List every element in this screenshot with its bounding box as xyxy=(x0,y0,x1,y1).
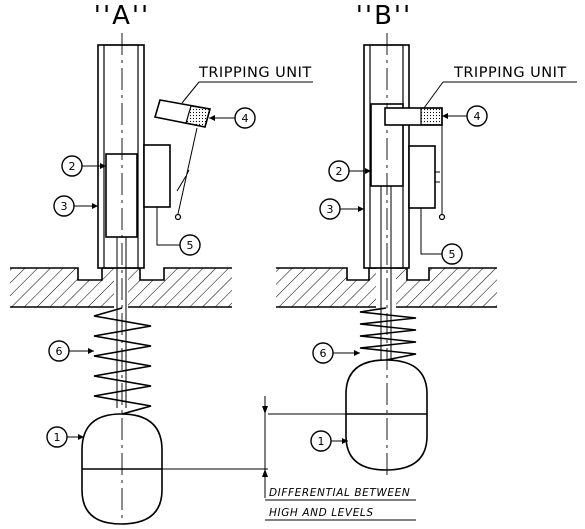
callout-b-1: 1 xyxy=(310,430,348,452)
tripping-unit-label-a: TRIPPING UNIT xyxy=(181,65,313,104)
svg-text:6: 6 xyxy=(56,345,63,358)
view-b: ''B'' xyxy=(268,1,497,478)
switch-block-b xyxy=(408,145,436,209)
callout-b-6: 6 xyxy=(312,342,360,364)
callout-a-4: 4 xyxy=(209,107,256,129)
magnet-a xyxy=(105,153,138,238)
callout-a-6: 6 xyxy=(48,340,94,362)
svg-text:2: 2 xyxy=(336,165,343,178)
callout-b-2: 2 xyxy=(328,160,371,182)
note-line-1: DIFFERENTIAL BETWEEN xyxy=(269,487,410,499)
svg-text:6: 6 xyxy=(320,347,327,360)
tripping-unit-a xyxy=(153,99,212,221)
float-b xyxy=(345,359,428,471)
spring-a xyxy=(93,307,152,415)
svg-text:1: 1 xyxy=(54,431,61,444)
switch-block-a xyxy=(143,144,171,208)
svg-text:5: 5 xyxy=(187,239,194,252)
differential-dimension: DIFFERENTIAL BETWEEN HIGH AND LEVELS xyxy=(262,396,416,521)
svg-text:TRIPPING UNIT: TRIPPING UNIT xyxy=(198,65,312,81)
mounting-flange-b xyxy=(276,266,497,310)
callout-b-4: 4 xyxy=(442,105,488,127)
svg-text:TRIPPING UNIT: TRIPPING UNIT xyxy=(453,65,567,81)
float-a xyxy=(81,413,163,525)
callout-a-5: 5 xyxy=(156,207,201,256)
view-b-label: ''B'' xyxy=(356,1,412,31)
tripping-unit-b xyxy=(384,107,446,221)
svg-text:2: 2 xyxy=(69,160,76,173)
spring-b xyxy=(359,307,417,361)
callout-a-3: 3 xyxy=(53,195,98,217)
svg-text:3: 3 xyxy=(61,200,68,213)
tripping-unit-label-b: TRIPPING UNIT xyxy=(423,65,577,109)
view-a: ''A'' xyxy=(10,1,268,525)
svg-text:3: 3 xyxy=(327,203,334,216)
svg-text:1: 1 xyxy=(318,435,325,448)
view-a-label: ''A'' xyxy=(94,1,150,31)
callout-a-1: 1 xyxy=(46,426,84,448)
callout-b-5: 5 xyxy=(420,208,463,265)
note-line-2: HIGH AND LEVELS xyxy=(269,507,374,519)
mounting-flange-a xyxy=(10,266,232,310)
callout-b-3: 3 xyxy=(319,198,364,220)
svg-text:4: 4 xyxy=(242,112,249,125)
callout-a-2: 2 xyxy=(61,155,106,177)
svg-text:5: 5 xyxy=(449,248,456,261)
svg-text:4: 4 xyxy=(474,110,481,123)
